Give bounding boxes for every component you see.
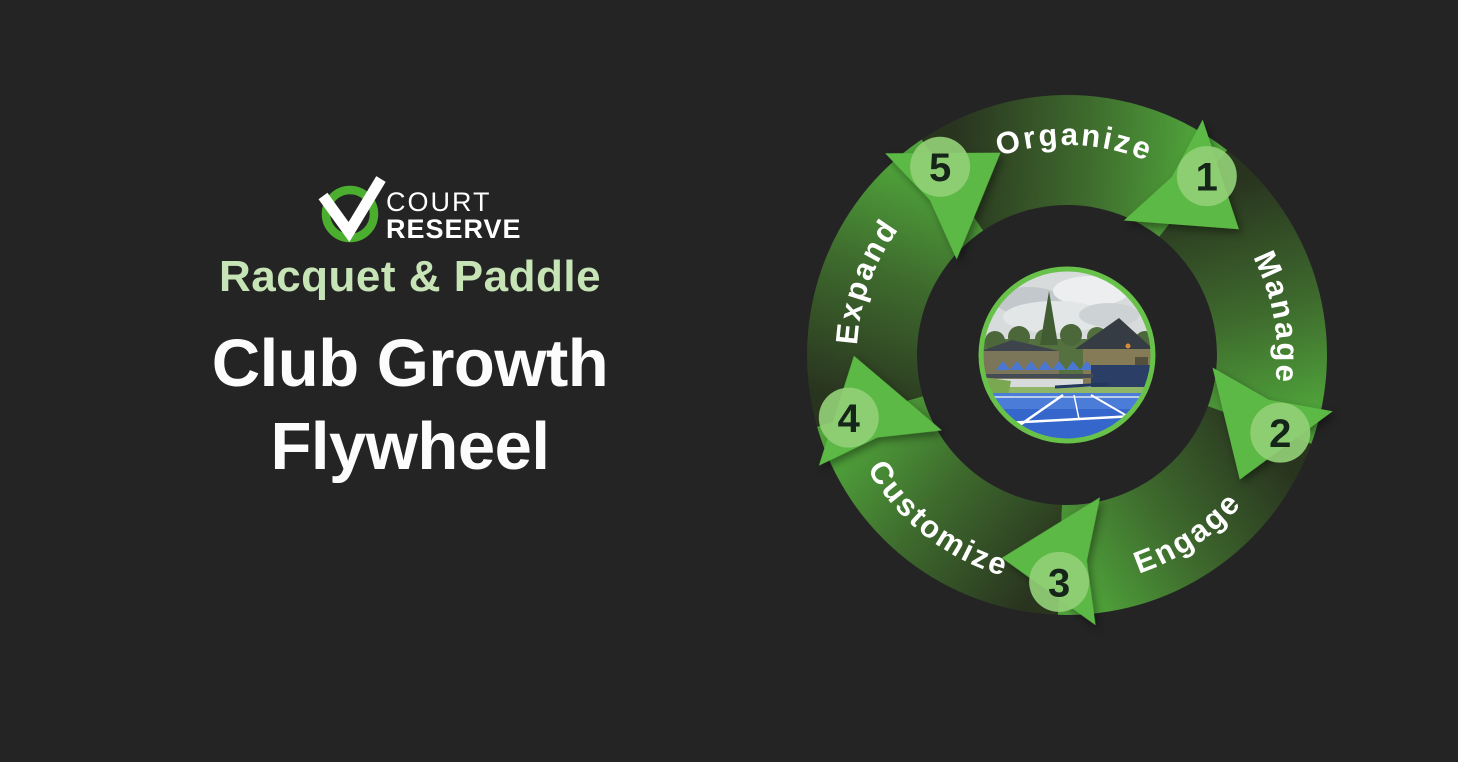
photo-tree [1060, 324, 1082, 346]
center-photo-tennis-court [983, 271, 1151, 439]
photo-cloud [1053, 276, 1129, 306]
title-line-2: Flywheel [270, 409, 550, 484]
logo-check-icon [318, 176, 386, 242]
photo-cloud [1003, 301, 1107, 333]
step-number-4: 4 [838, 397, 861, 441]
courtreserve-logo: COURT RESERVE [318, 176, 522, 244]
center-photo-border [978, 266, 1156, 444]
subtitle: Racquet & Paddle [218, 252, 602, 301]
photo-left-roof [983, 340, 1059, 351]
hero-panel: COURT RESERVE Racquet & Paddle Club Grow… [0, 176, 820, 488]
step-badge-3: 3 [1029, 551, 1090, 612]
badge-circle [1029, 551, 1090, 612]
segment-customize [817, 396, 1062, 615]
photo-conifer [1040, 291, 1058, 345]
photo-apron [983, 387, 1151, 397]
photo-right-roof [1075, 318, 1151, 349]
logo-word-court: COURT [386, 187, 492, 217]
flywheel-step-badges: 1 2 3 4 5 [818, 136, 1311, 612]
logo-word-reserve: RESERVE [386, 214, 522, 244]
title-line-1: Club Growth [211, 326, 609, 401]
photo-cloud [1079, 303, 1139, 327]
step-badge-1: 1 [1176, 146, 1237, 207]
photo-net [1054, 382, 1110, 389]
badge-circle [910, 136, 971, 197]
step-number-2: 2 [1269, 412, 1291, 456]
photo-umbrella-row [996, 361, 1094, 370]
photo-fence [983, 374, 1093, 378]
step-number-1: 1 [1196, 156, 1218, 200]
step-number-3: 3 [1048, 561, 1070, 605]
step-badge-5: 5 [910, 136, 971, 197]
club-growth-flywheel-diagram: Organize Manage Engage Customize Expand … [807, 95, 1333, 626]
photo-light [1125, 343, 1131, 349]
badge-circle [1250, 402, 1311, 463]
page-title: Club Growth Flywheel [0, 322, 820, 488]
badge-circle [1176, 146, 1237, 207]
photo-windscreen [1091, 365, 1151, 391]
step-number-5: 5 [929, 146, 951, 190]
badge-circle [818, 387, 879, 448]
step-badge-4: 4 [818, 387, 879, 448]
step-badge-2: 2 [1250, 402, 1311, 463]
